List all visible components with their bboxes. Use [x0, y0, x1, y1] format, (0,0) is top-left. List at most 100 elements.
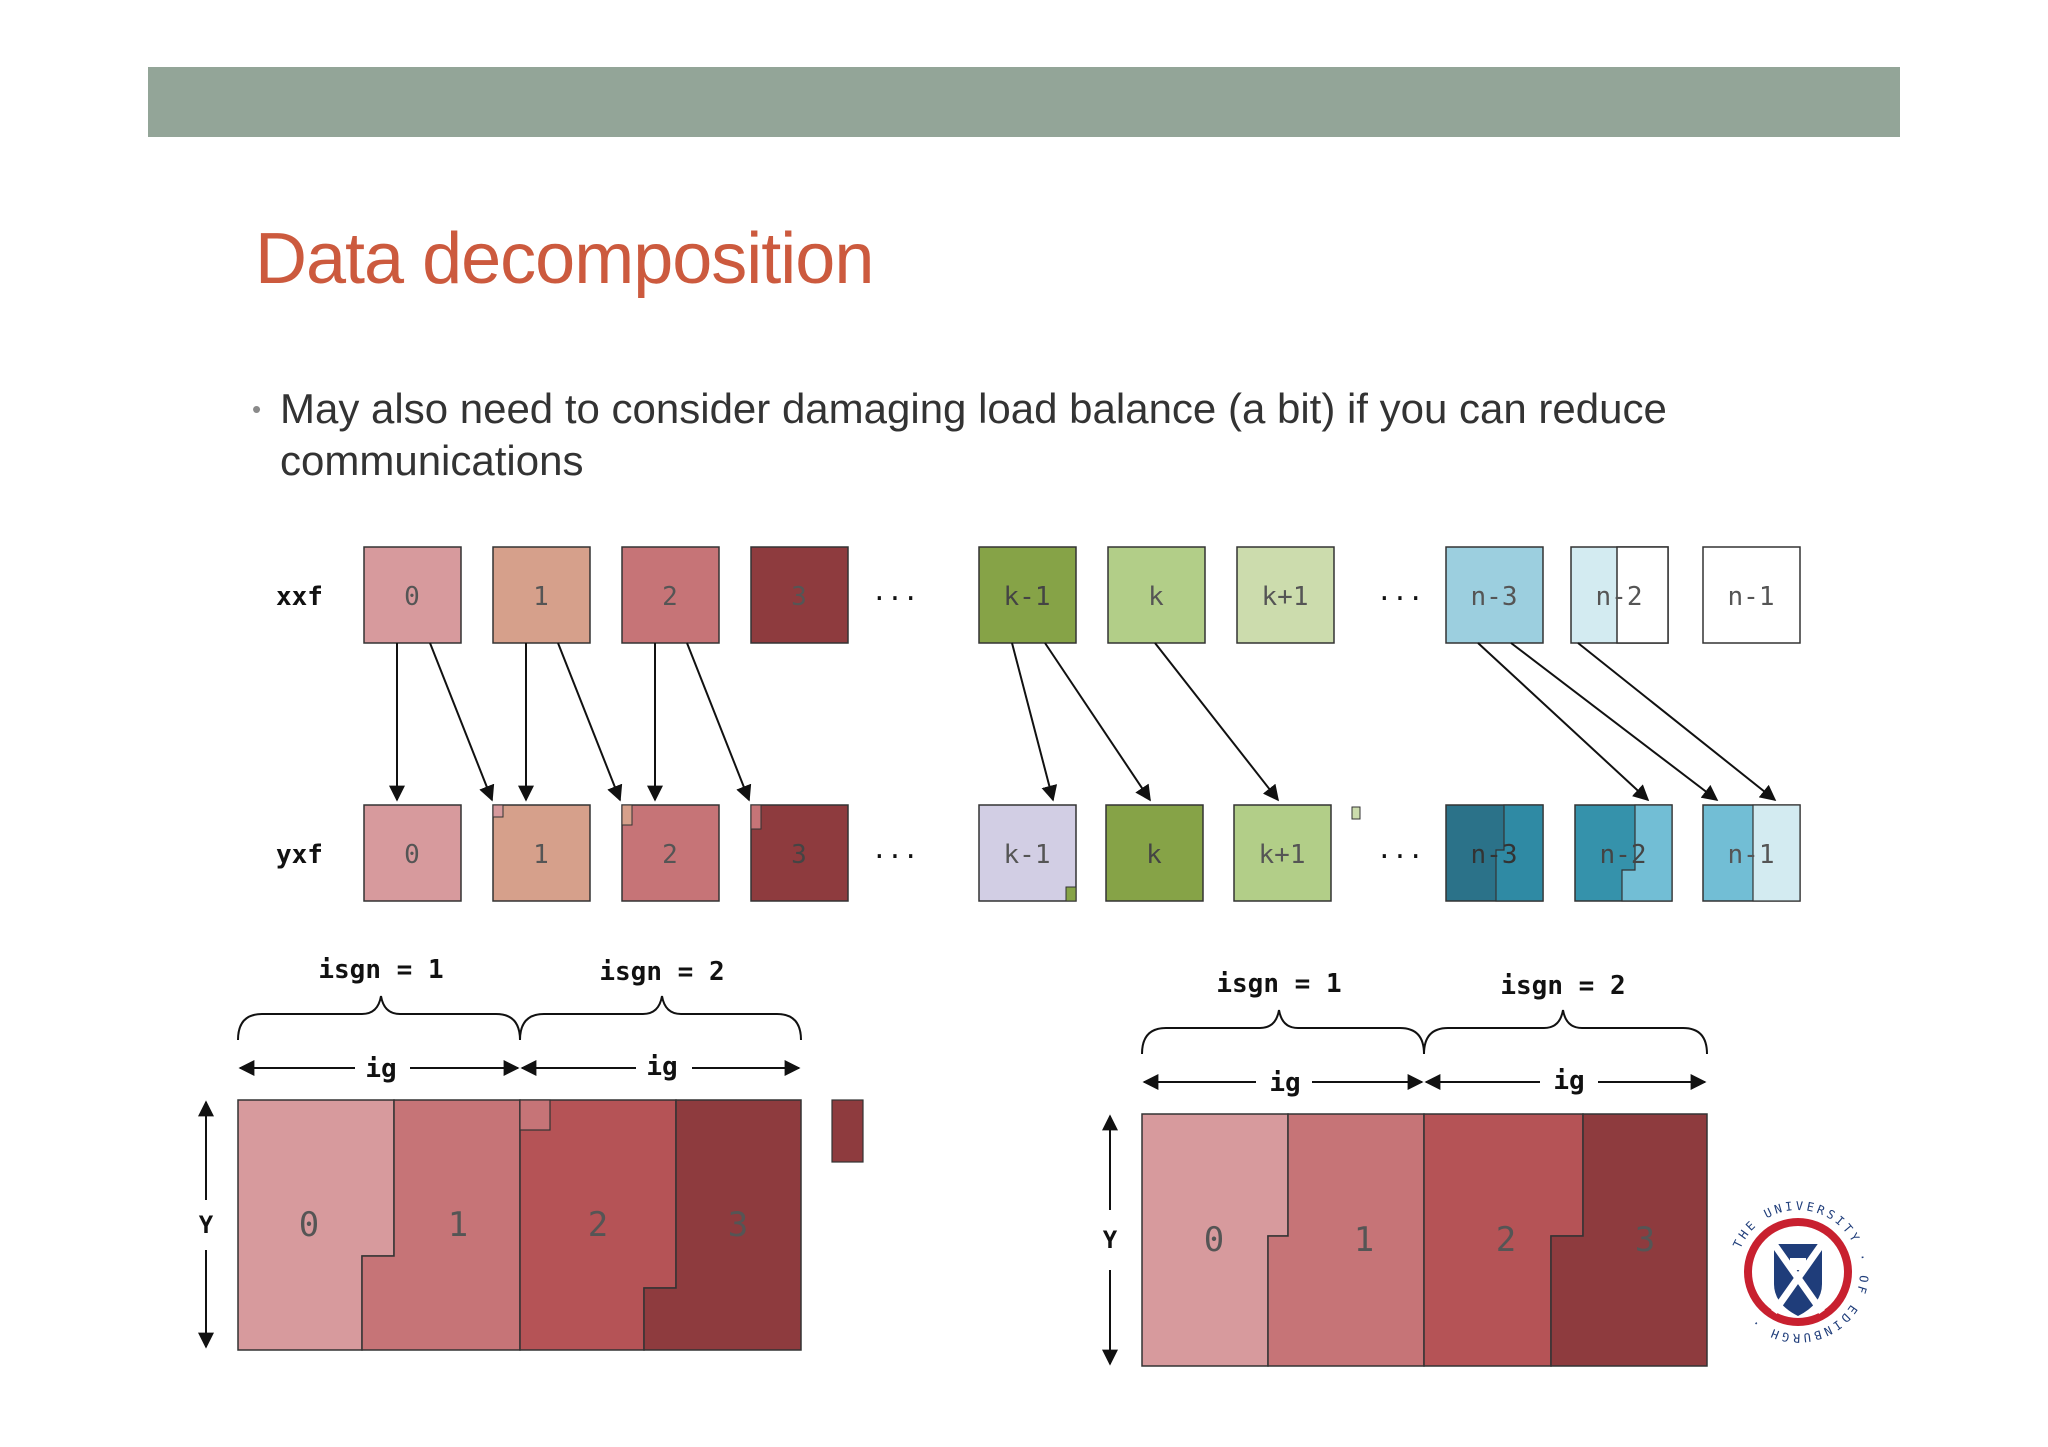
- small-marker: [1351, 806, 1361, 820]
- left-brace-2: [519, 995, 802, 1041]
- yxf-box: 1: [492, 804, 591, 902]
- arrow: [557, 642, 623, 802]
- xxf-box-label: k+1: [1262, 582, 1309, 612]
- left-ig-label-2: ig: [646, 1052, 677, 1082]
- row-label-xxf: xxf: [276, 582, 323, 612]
- yxf-box: 0: [363, 804, 462, 902]
- xxf-box-split: [1616, 546, 1669, 644]
- yxf-box: n-1: [1702, 804, 1801, 902]
- university-crest-logo: THE UNIVERSITY · OF EDINBURGH ·: [1730, 1199, 1868, 1345]
- row-label-yxf: yxf: [276, 840, 323, 870]
- xxf-box: 3: [750, 546, 849, 644]
- left-panel: isgn = 1 isgn = 2 ig ig Y 0 1 2 3: [198, 955, 864, 1351]
- right-block-label-3: 3: [1635, 1220, 1655, 1260]
- arrow: [1477, 642, 1650, 802]
- left-legend-swatch: [831, 1099, 864, 1163]
- bullet-dot-icon: •: [252, 394, 262, 424]
- xxf-box-label: n-1: [1728, 582, 1775, 612]
- xxf-box: k+1: [1236, 546, 1335, 644]
- yxf-box-notch: [750, 804, 762, 830]
- yxf-row: 0 1 2 3 ... k-1 k k+1 ... n-3 n-2 n-1: [363, 804, 1801, 902]
- xxf-box-label: k-1: [1004, 582, 1051, 612]
- yxf-box: k+1: [1233, 804, 1332, 902]
- arrow: [686, 642, 752, 802]
- left-block-label-2: 2: [588, 1205, 608, 1245]
- yxf-box-split: [1495, 804, 1544, 902]
- left-y-label: Y: [199, 1211, 214, 1239]
- right-brace-2: [1423, 1009, 1708, 1055]
- xxf-ellipsis-2: ...: [1377, 577, 1424, 607]
- yxf-box-notch: [1065, 886, 1077, 902]
- right-block-1: [1267, 1113, 1425, 1367]
- right-block-label-2: 2: [1496, 1220, 1516, 1260]
- yxf-box-label: k-1: [1004, 840, 1051, 870]
- xxf-box: 2: [621, 546, 720, 644]
- arrow: [1154, 642, 1279, 802]
- arrow: [1510, 642, 1719, 801]
- left-block-label-1: 1: [448, 1205, 468, 1245]
- xxf-ellipsis-1: ...: [872, 577, 919, 607]
- xxf-box-label: k: [1148, 582, 1164, 612]
- right-panel: isgn = 1 isgn = 2 ig ig Y 0 1 2 3: [1102, 969, 1708, 1367]
- yxf-box-label: k: [1146, 840, 1162, 870]
- right-brace-label-1: isgn = 1: [1216, 969, 1341, 999]
- xxf-box-label: 2: [662, 582, 678, 612]
- right-y-label: Y: [1103, 1226, 1118, 1254]
- right-ig-label-2: ig: [1553, 1066, 1584, 1096]
- xxf-box: n-2: [1570, 546, 1669, 644]
- right-brace-1: [1141, 1009, 1425, 1055]
- xxf-box: 1: [492, 546, 591, 644]
- arrow: [1011, 642, 1058, 802]
- left-block-label-3: 3: [728, 1205, 748, 1245]
- bullet-text: May also need to consider damaging load …: [280, 385, 1667, 484]
- slide-title: Data decomposition: [255, 219, 874, 299]
- yxf-box-label: 3: [791, 840, 807, 870]
- xxf-box: 0: [363, 546, 462, 644]
- yxf-box-label: 1: [533, 840, 549, 870]
- yxf-ellipsis-2: ...: [1377, 835, 1424, 865]
- xxf-box-label: n-2: [1596, 582, 1643, 612]
- xxf-box-label: 0: [404, 582, 420, 612]
- left-block-3: [643, 1099, 802, 1351]
- yxf-box-notch: [621, 804, 633, 826]
- right-block-3: [1550, 1113, 1708, 1367]
- yxf-box-label: 0: [404, 840, 420, 870]
- arrow: [1044, 642, 1151, 802]
- right-ig-label-1: ig: [1269, 1068, 1300, 1098]
- yxf-box-label: n-3: [1471, 840, 1518, 870]
- left-block-label-0: 0: [299, 1205, 319, 1245]
- xxf-row: 0 1 2 3 ... k-1 k k+1 ... n-3 n-2 n-1: [363, 546, 1801, 644]
- xxf-box: k-1: [978, 546, 1077, 644]
- xxf-box-label: 3: [791, 582, 807, 612]
- yxf-box-label: n-1: [1728, 840, 1775, 870]
- yxf-box-label: 2: [662, 840, 678, 870]
- right-block-label-0: 0: [1204, 1220, 1224, 1260]
- left-brace-1: [237, 995, 521, 1041]
- xxf-box-label: 1: [533, 582, 549, 612]
- left-block-notch: [519, 1099, 551, 1131]
- yxf-box-split: [1752, 804, 1801, 902]
- left-brace-label-1: isgn = 1: [318, 955, 443, 985]
- right-block-label-1: 1: [1354, 1220, 1374, 1260]
- yxf-ellipsis-1: ...: [872, 835, 919, 865]
- yxf-box-label: k+1: [1259, 840, 1306, 870]
- top-band: [148, 67, 1900, 137]
- yxf-box: n-3: [1445, 804, 1544, 902]
- left-brace-label-2: isgn = 2: [599, 957, 724, 987]
- yxf-box: k-1: [978, 804, 1077, 902]
- xxf-box: n-3: [1445, 546, 1544, 644]
- yxf-box: n-2: [1574, 804, 1673, 902]
- yxf-box: 3: [750, 804, 849, 902]
- transpose-arrows: [389, 642, 1777, 802]
- xxf-box-label: n-3: [1471, 582, 1518, 612]
- yxf-box-notch: [492, 804, 504, 818]
- arrow: [429, 642, 495, 802]
- yxf-box-label: n-2: [1600, 840, 1647, 870]
- xxf-box: n-1: [1702, 546, 1801, 644]
- yxf-box: 2: [621, 804, 720, 902]
- arrow: [1577, 642, 1777, 801]
- yxf-box: k: [1105, 804, 1204, 902]
- yxf-box-split: [1621, 804, 1673, 902]
- right-brace-label-2: isgn = 2: [1500, 971, 1625, 1001]
